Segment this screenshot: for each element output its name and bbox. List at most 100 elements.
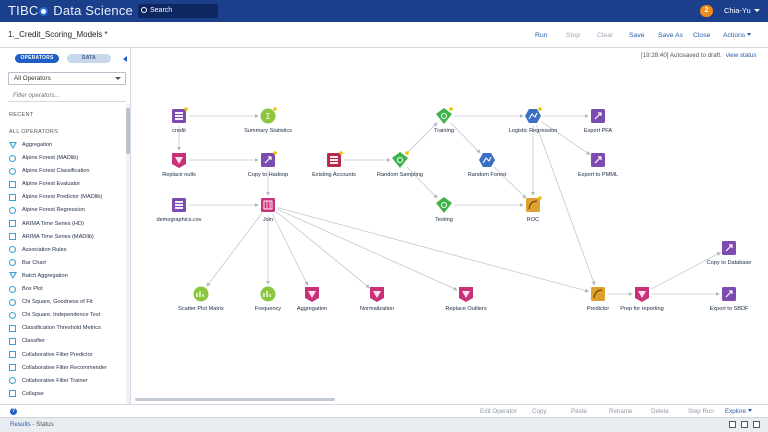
results-tab[interactable]: Results	[10, 421, 31, 428]
flow-connection[interactable]	[206, 212, 263, 287]
flow-connection[interactable]	[450, 122, 481, 154]
operator-list-item[interactable]: Bar Chart	[8, 258, 124, 271]
workflow-node-export-pfa[interactable]: Export PFA	[584, 109, 613, 134]
save-button[interactable]: Save	[629, 32, 645, 39]
paste-button[interactable]: Paste	[571, 408, 587, 415]
flow-connection[interactable]	[493, 166, 527, 199]
workflow-node-roc[interactable]: ROC	[526, 196, 542, 223]
brand-logo[interactable]: TIBC Data Science	[8, 3, 133, 18]
workflow-node-replace-outliers[interactable]: Replace Outliers	[445, 287, 487, 312]
collapse-panel-icon[interactable]	[123, 56, 127, 62]
workflow-node-prep-reporting[interactable]: Prep for reporting	[620, 287, 664, 312]
operator-list-item[interactable]: Classification Threshold Metrics	[8, 323, 124, 336]
tab-data[interactable]: DATA	[67, 54, 111, 63]
notification-badge[interactable]: 2	[700, 5, 713, 17]
flow-connection[interactable]	[650, 252, 721, 290]
edit-operator-button[interactable]: Edit Operator	[480, 408, 517, 415]
node-shape[interactable]	[193, 286, 209, 302]
workflow-node-existing[interactable]: Existing Accounts	[312, 151, 356, 178]
workflow-node-copy-database[interactable]: Copy to Database	[707, 241, 752, 266]
workflow-node-join[interactable]: Join	[261, 198, 275, 223]
run-button[interactable]: Run	[535, 32, 548, 39]
node-shape[interactable]	[436, 108, 452, 124]
node-shape[interactable]	[525, 109, 541, 123]
operator-list-item[interactable]: Collaborative Filter Trainer	[8, 376, 124, 389]
workflow-node-aggregation[interactable]: Aggregation	[297, 287, 327, 312]
workflow-node-training[interactable]: Training	[434, 107, 454, 134]
workflow-node-random-forest[interactable]: Random Forest	[468, 153, 507, 178]
node-shape[interactable]	[436, 197, 452, 213]
operator-list-item[interactable]: Aggregation	[8, 140, 124, 153]
operator-list-item[interactable]: Collaborative Filter Recommender	[8, 363, 124, 376]
flow-connection[interactable]	[277, 207, 590, 293]
operator-list-item[interactable]: Chi Square, Goodness of Fit	[8, 297, 124, 310]
search-box[interactable]: Search	[138, 4, 218, 18]
save-as-button[interactable]: Save As	[658, 32, 683, 39]
step-run-button[interactable]: Step Run	[688, 408, 714, 415]
help-icon[interactable]: ?	[10, 408, 17, 415]
node-shape[interactable]	[260, 286, 276, 302]
canvas-horizontal-scrollbar[interactable]	[135, 398, 335, 401]
workflow-canvas[interactable]: [19:28:40] Autosaved to draft.view statu…	[131, 48, 768, 404]
workflow-node-logistic[interactable]: Logistic Regression	[509, 107, 558, 134]
close-button[interactable]: Close	[693, 32, 711, 39]
operator-list-item[interactable]: Collapse	[8, 389, 124, 402]
operator-list-item[interactable]: Alpine Forest (MADlib)	[8, 153, 124, 166]
scrollbar-thumb[interactable]	[126, 108, 130, 154]
workflow-node-demographics[interactable]: demographics.csv	[156, 198, 202, 223]
view-status-link[interactable]: view status	[725, 52, 757, 59]
operator-list-item[interactable]: ARIMA Time Series (MADlib)	[8, 232, 124, 245]
filter-operators-input[interactable]	[8, 90, 126, 102]
operator-list-item[interactable]: Alpine Forest Evaluator	[8, 179, 124, 192]
node-shape[interactable]	[591, 287, 605, 301]
results-status-tabs[interactable]: Results - Status	[10, 421, 54, 428]
flow-connection[interactable]	[406, 166, 438, 199]
workflow-node-frequency[interactable]: Frequency	[255, 286, 282, 313]
operator-list-item[interactable]: Classifier	[8, 336, 124, 349]
operator-list-item[interactable]: Batch Aggregation	[8, 271, 124, 284]
maximize-panel-icon[interactable]	[753, 421, 760, 428]
delete-button[interactable]: Delete	[651, 408, 669, 415]
operator-list-item[interactable]: Association Rules	[8, 245, 124, 258]
workflow-node-random-sampling[interactable]: Random Sampling	[377, 151, 423, 178]
workflow-node-predictor[interactable]: Predictor	[587, 287, 610, 312]
explore-menu-button[interactable]: Explore	[725, 408, 752, 415]
workflow-node-normalization[interactable]: Normalization	[360, 287, 394, 312]
workflow-node-replace-nulls[interactable]: Replace nulls	[162, 153, 196, 178]
status-tab[interactable]: Status	[36, 421, 54, 428]
operator-list-item[interactable]: Chi Square, Independence Test	[8, 310, 124, 323]
operator-list-item[interactable]: Collaborative Filter Predictor	[8, 350, 124, 363]
flow-connection[interactable]	[541, 121, 591, 155]
rename-button[interactable]: Rename	[609, 408, 633, 415]
workflow-node-export-sbdf[interactable]: Export to SBDF	[710, 287, 749, 312]
workflow-node-copy-hadoop[interactable]: Copy to Hadoop	[248, 151, 288, 178]
operator-list-item[interactable]: Alpine Forest Regression	[8, 205, 124, 218]
flow-connection[interactable]	[406, 122, 438, 154]
node-shape[interactable]	[479, 153, 495, 167]
clear-button[interactable]: Clear	[597, 32, 614, 39]
operator-list-item[interactable]: Alpine Forest Classification	[8, 166, 124, 179]
flow-connection[interactable]	[536, 125, 596, 286]
operator-list-item[interactable]: Alpine Forest Predictor (MADlib)	[8, 192, 124, 205]
operator-list-scrollbar[interactable]	[126, 104, 130, 404]
workflow-node-testing[interactable]: Testing	[435, 197, 453, 223]
user-menu[interactable]: Chia-Yu	[724, 6, 760, 15]
copy-button[interactable]: Copy	[532, 408, 547, 415]
workflow-node-export-pmml[interactable]: Export to PMML	[578, 153, 618, 178]
node-shape[interactable]	[260, 108, 276, 124]
workflow-node-scatter[interactable]: Scatter Plot Matrix	[178, 286, 224, 313]
flow-connection[interactable]	[275, 211, 370, 289]
minimize-panel-icon[interactable]	[729, 421, 736, 428]
operator-category-select[interactable]: All Operators	[8, 72, 126, 85]
operator-list-item[interactable]: Box Plot	[8, 284, 124, 297]
workflow-node-credit[interactable]: credit	[172, 107, 188, 134]
actions-menu-button[interactable]: Actions	[723, 32, 752, 39]
stop-button[interactable]: Stop	[566, 32, 580, 39]
flow-connection[interactable]	[272, 213, 308, 286]
tab-operators[interactable]: OPERATORS	[15, 54, 59, 63]
operator-list-item[interactable]: ARIMA Time Series (HD)	[8, 219, 124, 232]
node-shape[interactable]	[392, 152, 408, 168]
restore-panel-icon[interactable]	[741, 421, 748, 428]
flow-connection[interactable]	[276, 208, 458, 291]
